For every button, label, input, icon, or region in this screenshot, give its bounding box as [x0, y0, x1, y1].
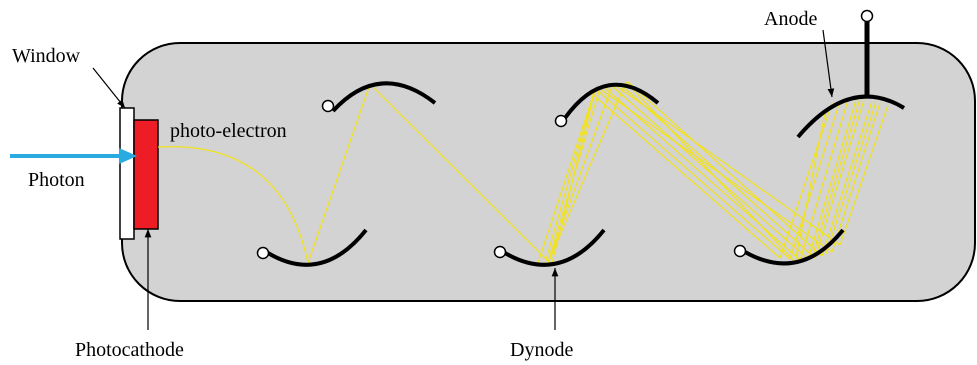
- electron-path: [307, 83, 371, 264]
- window-leader: [92, 67, 126, 109]
- electron-path: [596, 89, 791, 260]
- window-label: Window: [12, 45, 81, 67]
- dynodes: [266, 81, 906, 267]
- electron-path: [807, 99, 857, 260]
- dynode-2: [266, 228, 368, 267]
- electron-path: [537, 89, 596, 264]
- electron-path: [831, 102, 881, 253]
- electron-path: [611, 85, 809, 260]
- photocathode-label: Photocathode: [75, 339, 184, 361]
- photon-label: Photon: [28, 169, 85, 191]
- electron-path: [544, 89, 596, 264]
- window: [119, 107, 135, 240]
- electron-path: [625, 81, 796, 263]
- electron-path: [779, 102, 833, 259]
- anode-leader: [822, 29, 835, 98]
- arrow-right-icon: [10, 148, 137, 164]
- electron-path: [157, 146, 309, 264]
- electron-path: [825, 101, 877, 255]
- electron-path: [821, 100, 873, 257]
- electron-path: [547, 85, 613, 264]
- connector-pin-icon: [733, 244, 747, 258]
- electron-path: [589, 91, 781, 259]
- electron-path: [604, 87, 801, 261]
- leader-arrows: [92, 29, 835, 330]
- electron-path: [814, 99, 865, 259]
- dynode-label: Dynode: [510, 339, 573, 361]
- dynode-4: [503, 228, 606, 267]
- connector-pins: [256, 99, 747, 260]
- electron-path: [599, 88, 833, 253]
- electron-path: [794, 107, 827, 263]
- dynode-1: [331, 81, 437, 113]
- electron-path: [799, 99, 849, 261]
- connector-pin-icon: [860, 9, 874, 23]
- dynode-5: [744, 228, 845, 266]
- electron-path: [789, 100, 841, 260]
- photocathode: [133, 119, 159, 230]
- electron-path: [369, 83, 551, 264]
- electron-path: [551, 89, 596, 264]
- photo-electron-label: photo-electron: [170, 120, 287, 142]
- connector-pin-icon: [321, 99, 335, 113]
- electron-path: [811, 98, 861, 259]
- electron-path: [627, 81, 823, 257]
- connector-pin-icon: [493, 245, 507, 259]
- electron-path: [839, 104, 889, 246]
- anode-label: Anode: [764, 8, 817, 30]
- electron-paths: [157, 81, 889, 264]
- anode-electrode: [796, 94, 906, 139]
- dynode-3: [563, 82, 660, 120]
- connector-pin-icon: [554, 114, 568, 128]
- connector-pin-icon: [256, 246, 270, 260]
